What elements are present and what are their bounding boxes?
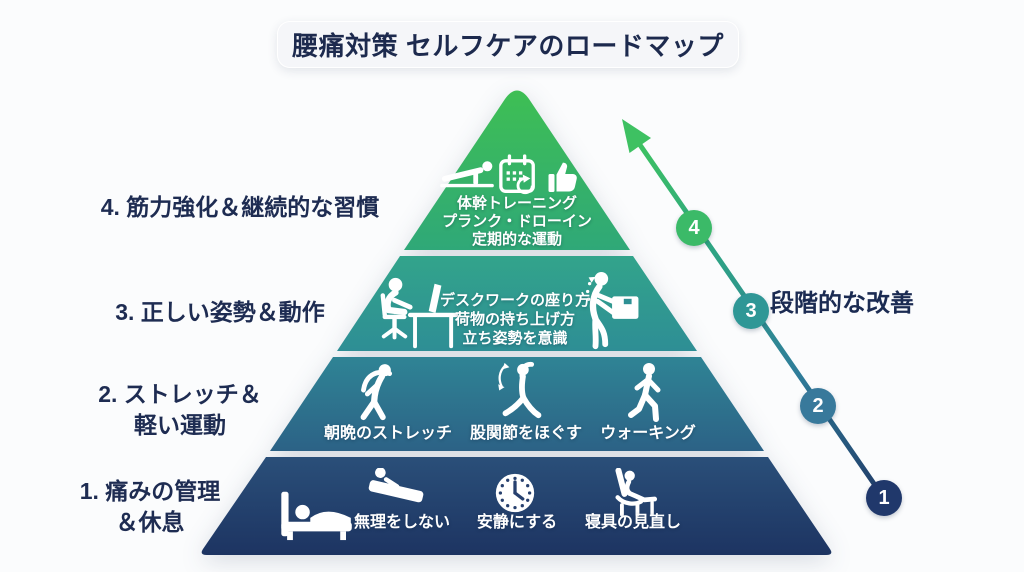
- level-1-item-3-label: 安静にする: [476, 514, 558, 531]
- box-lift-icon: [585, 271, 639, 350]
- level-3-content: デスクワークの座り方 荷物の持ち上げ方 立ち姿勢を意識: [415, 291, 615, 348]
- recliner-icon: [615, 468, 658, 517]
- level-2-item-3-label: ウォーキング: [600, 425, 696, 442]
- side-label-level-4-line: 4. 筋力強化＆継続的な習慣: [100, 194, 380, 220]
- level-3-line3: 立ち姿勢を意識: [462, 330, 568, 347]
- level-2-item-2-label: 股関節をほぐす: [469, 425, 582, 442]
- side-label-level-2-line1: 2. ストレッチ＆: [98, 381, 262, 407]
- side-label-level-3-line: 3. 正しい姿勢＆動作: [115, 299, 325, 325]
- side-label-level-4: 4. 筋力強化＆継続的な習慣: [70, 192, 410, 223]
- pyramid-level-4-shape: [404, 90, 630, 250]
- level-3-line2: 荷物の持ち上げ方: [454, 311, 575, 328]
- level-1-item-2-label: 無理をしない: [353, 514, 450, 531]
- walking-icon: [628, 363, 661, 422]
- progress-arrowhead: [622, 119, 651, 153]
- side-label-level-2: 2. ストレッチ＆ 軽い運動: [55, 379, 305, 441]
- level-4-line3: 定期的な運動: [471, 231, 562, 248]
- hip-stretch-icon: [498, 361, 542, 419]
- page-title: 腰痛対策 セルフケアのロードマップ: [277, 21, 739, 68]
- calendar-repeat-icon: [499, 154, 535, 195]
- side-label-level-1-line1: 1. 痛みの管理: [79, 478, 221, 504]
- step-circle-4: 4: [676, 210, 712, 246]
- side-stretch-icon: [360, 364, 393, 421]
- step-circle-2: 2: [800, 388, 836, 424]
- plank-icon: [440, 161, 494, 188]
- progress-annotation: 段階的な改善: [770, 290, 914, 317]
- step-circle-3: 3: [733, 293, 769, 329]
- side-label-level-1-line2: ＆休息: [115, 509, 185, 535]
- clock-icon: [495, 473, 535, 513]
- side-label-level-1: 1. 痛みの管理 ＆休息: [25, 476, 275, 538]
- thumbs-up-icon: [548, 162, 577, 192]
- level-4-content: 体幹トレーニング プランク・ドローイン 定期的な運動: [417, 195, 617, 249]
- bed-rest-icon: [281, 491, 352, 541]
- level-4-line2: プランク・ドローイン: [442, 213, 592, 230]
- step-circle-1: 1: [866, 480, 902, 516]
- recline-bed-icon: [368, 468, 424, 503]
- side-label-level-3: 3. 正しい姿勢＆動作: [70, 297, 370, 328]
- side-label-level-2-line2: 軽い運動: [134, 412, 226, 438]
- level-4-line1: 体幹トレーニング: [456, 195, 577, 212]
- level-2-item-1-label: 朝晩のストレッチ: [323, 425, 452, 442]
- level-1-item-4-label: 寝具の見直し: [584, 514, 681, 531]
- level-3-line1: デスクワークの座り方: [439, 292, 590, 309]
- desk-work-icon: [380, 277, 459, 349]
